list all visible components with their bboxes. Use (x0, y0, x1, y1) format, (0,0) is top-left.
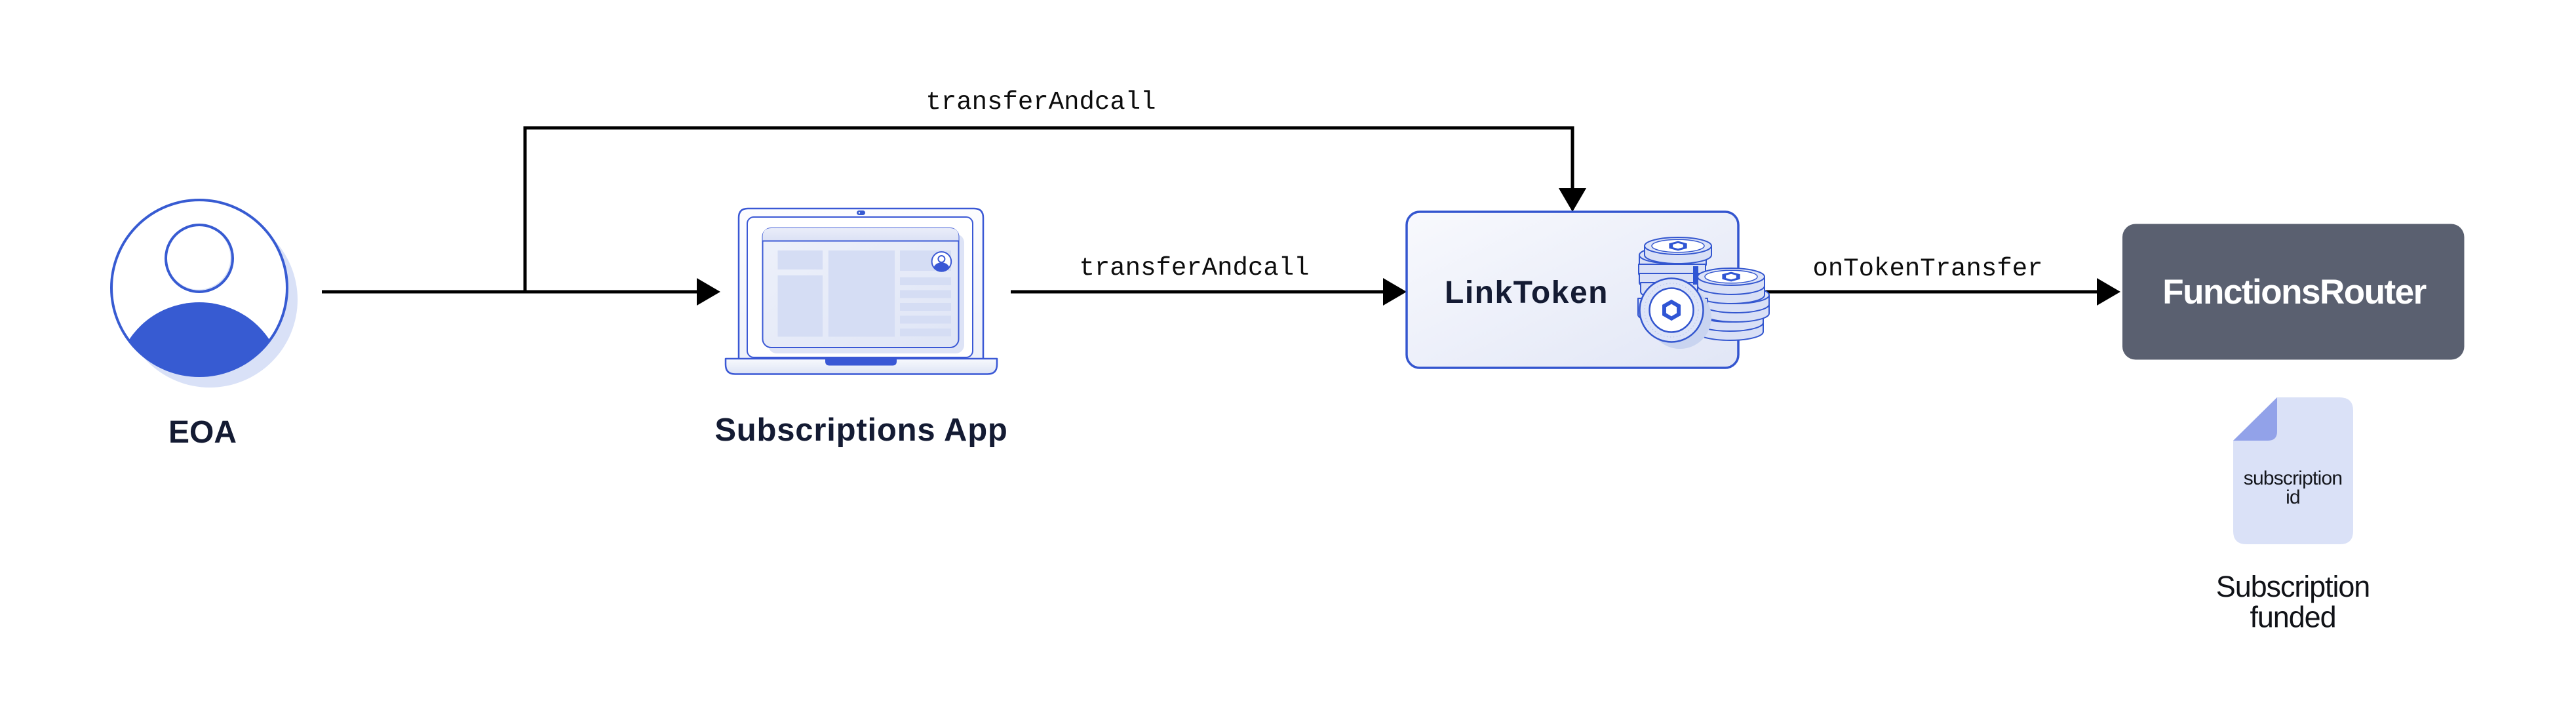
svg-text:transferAndcall: transferAndcall (926, 88, 1156, 117)
svg-text:transferAndcall: transferAndcall (1079, 254, 1309, 283)
svg-text:LinkToken: LinkToken (1445, 275, 1609, 310)
svg-text:onTokenTransfer: onTokenTransfer (1812, 254, 2042, 283)
svg-text:Subscription: Subscription (2216, 570, 2370, 603)
svg-text:Subscriptions App: Subscriptions App (714, 412, 1007, 448)
svg-text:EOA: EOA (168, 415, 237, 450)
svg-text:subscription: subscription (2244, 468, 2342, 489)
svg-text:FunctionsRouter: FunctionsRouter (2162, 273, 2426, 311)
svg-text:id: id (2286, 487, 2300, 508)
svg-text:funded: funded (2250, 601, 2335, 634)
